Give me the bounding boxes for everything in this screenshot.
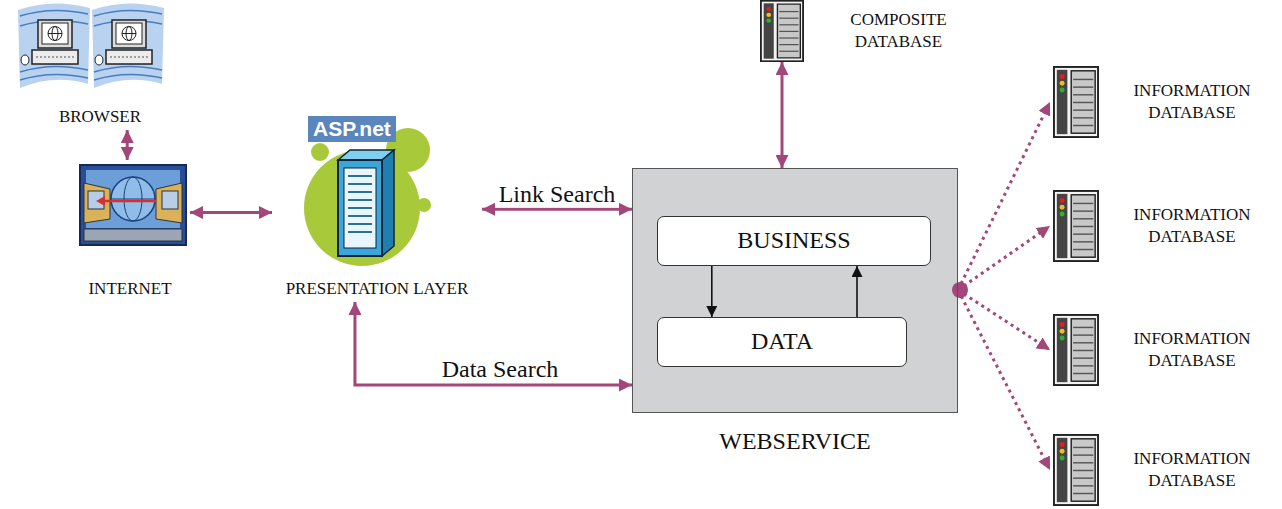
internet-node: INTERNET bbox=[70, 160, 190, 302]
database-icon bbox=[1054, 315, 1098, 385]
browser-node: BROWSER bbox=[15, 0, 185, 130]
webservice-box: WEBSERVICEBUSINESSDATA bbox=[632, 168, 958, 413]
database-node: INFORMATION DATABASE bbox=[1050, 190, 1278, 262]
database-icon bbox=[761, 1, 803, 61]
internet-icon bbox=[80, 165, 186, 245]
edge-label: Link Search bbox=[496, 181, 619, 208]
connector-arrow bbox=[126, 130, 129, 160]
logo-label: ASP.net bbox=[308, 116, 396, 142]
node-label: COMPOSITE DATABASE bbox=[817, 9, 980, 53]
database-node: INFORMATION DATABASE bbox=[1050, 66, 1278, 138]
node-label: INFORMATION DATABASE bbox=[1106, 204, 1278, 248]
connector-arrow bbox=[355, 302, 632, 385]
node-label: DATA bbox=[658, 326, 906, 357]
connector-arrow bbox=[190, 211, 272, 214]
node-label: INFORMATION DATABASE bbox=[1106, 80, 1278, 124]
process-box: BUSINESS bbox=[657, 216, 931, 266]
connector-arrow bbox=[711, 266, 713, 317]
node-label: INTERNET bbox=[70, 278, 190, 300]
process-box: DATA bbox=[657, 317, 907, 367]
node-label: PRESENTATION LAYER bbox=[272, 278, 482, 300]
node-label: WEBSERVICE bbox=[633, 426, 957, 457]
database-icon bbox=[1054, 191, 1098, 261]
database-node: INFORMATION DATABASE bbox=[1050, 314, 1278, 386]
connector-arrow bbox=[482, 208, 632, 211]
presentation-node: PRESENTATION LAYER bbox=[272, 150, 482, 302]
database-node: INFORMATION DATABASE bbox=[1050, 434, 1278, 506]
edge-label: Data Search bbox=[439, 356, 562, 383]
webservice-ground bbox=[632, 168, 958, 413]
database-node: COMPOSITE DATABASE bbox=[755, 0, 980, 62]
server-illustration bbox=[304, 128, 431, 266]
connector-arrow bbox=[781, 62, 784, 168]
node-label: INFORMATION DATABASE bbox=[1106, 448, 1278, 492]
database-icon bbox=[1054, 435, 1098, 505]
node-label: INFORMATION DATABASE bbox=[1106, 328, 1278, 372]
database-icon bbox=[1054, 67, 1098, 137]
dotted-link bbox=[958, 102, 1050, 290]
browser-icon bbox=[92, 3, 164, 88]
browser-icon bbox=[18, 3, 90, 88]
dotted-link bbox=[958, 226, 1050, 290]
node-label: BUSINESS bbox=[658, 225, 930, 256]
node-label: BROWSER bbox=[15, 106, 185, 128]
dotted-link bbox=[958, 290, 1050, 470]
dotted-link bbox=[958, 290, 1050, 350]
connector-arrow bbox=[856, 266, 858, 317]
